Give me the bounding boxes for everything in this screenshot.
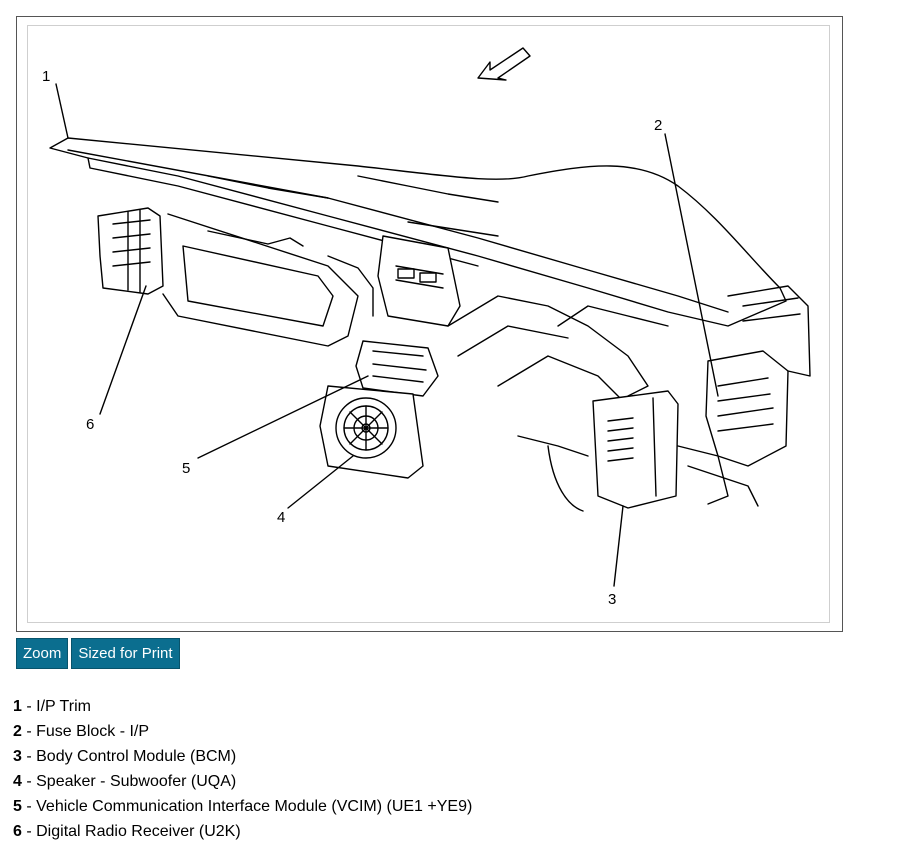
sized-for-print-button[interactable]: Sized for Print: [71, 638, 180, 669]
legend-number: 6: [13, 823, 22, 840]
legend-number: 4: [13, 773, 22, 790]
component-legend: 1 - I/P Trim 2 - Fuse Block - I/P 3 - Bo…: [13, 697, 472, 847]
callout-3: 3: [608, 591, 616, 608]
body-control-module-shape: [592, 390, 679, 509]
legend-item: 2 - Fuse Block - I/P: [13, 722, 472, 747]
legend-text: - I/P Trim: [21, 698, 91, 715]
vcim-module-shape: [355, 340, 439, 397]
legend-number: 5: [13, 798, 22, 815]
zoom-button[interactable]: Zoom: [16, 638, 69, 669]
legend-item: 5 - Vehicle Communication Interface Modu…: [13, 797, 472, 822]
legend-text: - Digital Radio Receiver (U2K): [21, 823, 241, 840]
legend-item: 1 - I/P Trim: [13, 697, 472, 722]
direction-arrow-icon: [477, 47, 531, 81]
callout-labels: 1 2 3 4 5 6: [42, 68, 662, 608]
diagram-frame: 1 2 3 4 5 6: [16, 16, 843, 632]
fuse-block-shape: [705, 350, 789, 467]
legend-text: - Body Control Module (BCM): [21, 748, 237, 765]
diagram-toolbar: Zoom Sized for Print: [16, 638, 180, 669]
digital-radio-receiver-shape: [97, 207, 164, 295]
legend-item: 6 - Digital Radio Receiver (U2K): [13, 822, 472, 847]
legend-item: 4 - Speaker - Subwoofer (UQA): [13, 772, 472, 797]
legend-item: 3 - Body Control Module (BCM): [13, 747, 472, 772]
callout-4: 4: [277, 509, 285, 526]
instrument-panel-diagram: 1 2 3 4 5 6: [42, 47, 811, 608]
legend-number: 2: [13, 723, 22, 740]
diagram-panel: 1 2 3 4 5 6: [27, 25, 830, 623]
callout-5: 5: [182, 460, 190, 477]
callout-6: 6: [86, 416, 94, 433]
legend-text: - Vehicle Communication Interface Module…: [21, 798, 473, 815]
legend-text: - Speaker - Subwoofer (UQA): [21, 773, 237, 790]
legend-text: - Fuse Block - I/P: [21, 723, 150, 740]
legend-number: 1: [13, 698, 22, 715]
legend-number: 3: [13, 748, 22, 765]
callout-2: 2: [654, 117, 662, 134]
callout-1: 1: [42, 68, 50, 85]
